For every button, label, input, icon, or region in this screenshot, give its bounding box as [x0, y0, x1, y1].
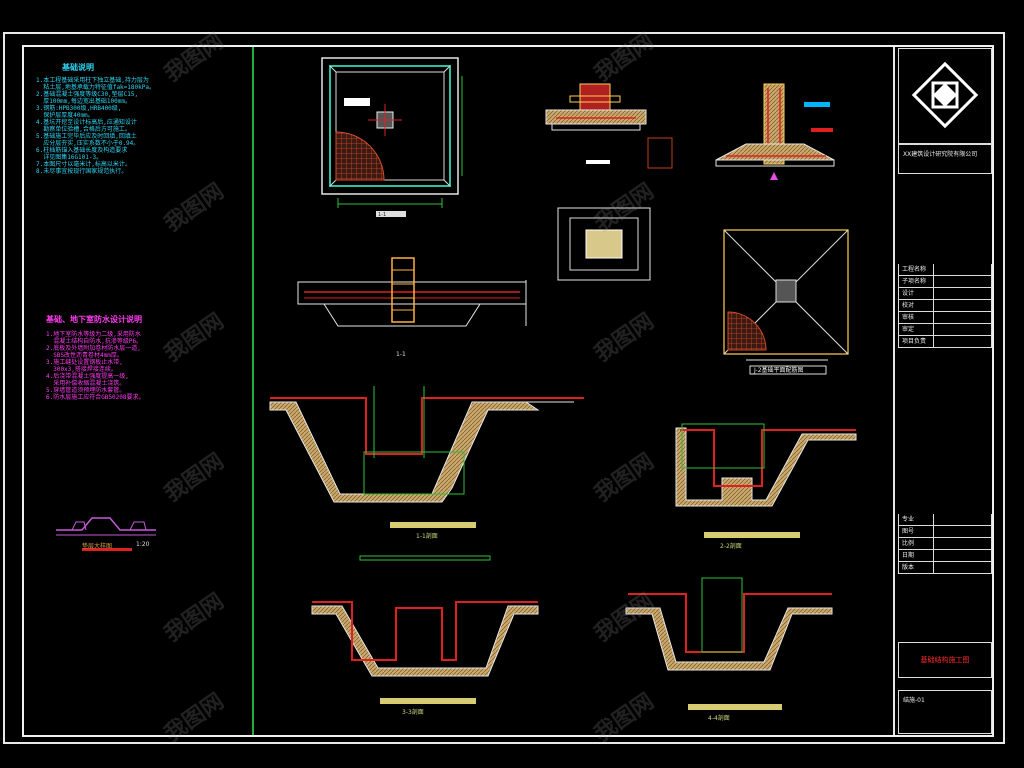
- notes-line: 5.基础施工完毕后应及时回填,回填土: [36, 133, 137, 140]
- foundation-plan-2: [723, 229, 849, 375]
- section-1-1-label: 1-1: [396, 351, 406, 358]
- title-block-row: 审定: [898, 324, 992, 336]
- cushion-detail-label: 垫层大样图: [82, 543, 113, 550]
- project-info-table: 工程名称子项名称设计校对审核审定项目负责: [898, 264, 992, 348]
- company-name: XX建筑设计研究院有限公司: [898, 144, 992, 174]
- sheet-number: 结施-01: [903, 697, 925, 704]
- cushion-detail-scale: 1:20: [136, 541, 150, 548]
- pit-section-2-label: 2-2剖面: [720, 542, 742, 550]
- notes-divider-line: [252, 47, 254, 735]
- foundation-plan-1: [321, 57, 463, 217]
- waterproof-notes-line: 300x3,搭接焊接连续。: [46, 366, 117, 373]
- notes-line: 详见图集16G101-3。: [36, 154, 103, 161]
- pit-section-3-label: 3-3剖面: [402, 708, 424, 716]
- title-block-row: 子项名称: [898, 276, 992, 288]
- notes-line: 2.基础混凝土强度等级C30,垫层C15,: [36, 91, 139, 98]
- waterproof-notes-line: 4.后浇带混凝土强度提高一级,: [46, 373, 129, 380]
- title-block-row: 专业: [898, 514, 992, 526]
- waterproof-notes-line: 1.地下室防水等级为二级,采用防水: [46, 331, 141, 338]
- pit-section-2: [675, 423, 857, 538]
- notes-line: 1.本工程基础采用柱下独立基础,持力层为: [36, 77, 149, 84]
- waterproof-notes-line: 3.施工缝处设置钢板止水带,: [46, 359, 123, 366]
- waterproof-notes-line: SBS改性沥青卷材4mm厚。: [46, 352, 123, 359]
- notes-line: 应分层夯实,压实系数不小于0.94。: [36, 140, 140, 147]
- cushion-detail-drawing: [56, 517, 156, 551]
- waterproof-notes-line: 混凝土结构自防水,抗渗等级P6。: [46, 338, 143, 345]
- waterproof-notes-panel: 基础、地下室防水设计说明 1.地下室防水等级为二级,采用防水 混凝土结构自防水,…: [46, 314, 246, 401]
- notes-line: 厚100mm,每边宽出基础100mm。: [36, 98, 131, 105]
- waterproof-heading: 基础、地下室防水设计说明: [46, 315, 142, 324]
- pit-section-4: [625, 577, 833, 710]
- sheet-number-cell: 结施-01: [898, 690, 992, 734]
- drawing-border-inner: [22, 45, 994, 737]
- title-block-row: 图号: [898, 526, 992, 538]
- title-block-row: 校对: [898, 300, 992, 312]
- plan-2-label: J-2基础平面配筋图: [753, 366, 804, 374]
- title-block-row: 项目负责: [898, 336, 992, 348]
- title-block-row: 设计: [898, 288, 992, 300]
- title-block-row: 审核: [898, 312, 992, 324]
- pit-section-3: [311, 555, 539, 704]
- pit-section-1-label: 1-1剖面: [416, 532, 438, 540]
- drawing-title: 基础结构施工图: [920, 656, 970, 664]
- waterproof-notes-line: 6.防水层施工应符合GB50208要求。: [46, 394, 145, 401]
- notes-line: 保护层厚度40mm。: [36, 112, 94, 119]
- notes-line: 3.钢筋:HPB300级,HRB400级,: [36, 105, 122, 112]
- plan-1-label: 1-1: [378, 212, 386, 218]
- pad-plan-small: [557, 207, 651, 281]
- pit-section-1: [269, 386, 584, 528]
- drawing-title-cell: 基础结构施工图: [898, 642, 992, 678]
- notes-heading: 基础说明: [62, 63, 94, 72]
- notes-line: 8.未尽事宜按现行国家规范执行。: [36, 168, 128, 175]
- notes-panel: 基础说明 1.本工程基础采用柱下独立基础,持力层为 粘土层,地基承载力特征值fa…: [36, 62, 246, 175]
- pier-detail: [545, 83, 673, 169]
- title-block: XX建筑设计研究院有限公司 工程名称子项名称设计校对审核审定项目负责 专业图号比…: [898, 48, 992, 734]
- drawing-canvas: 1-1 1-1: [269, 57, 857, 722]
- pit-section-4-label: 4-4剖面: [708, 714, 730, 722]
- drawing-border-outer: [3, 32, 1005, 744]
- notes-line: 勘察单位验槽,合格后方可施工。: [36, 126, 131, 133]
- company-logo-icon: [911, 61, 979, 129]
- notes-line: 7.本图尺寸以毫米计,标高以米计。: [36, 161, 131, 168]
- notes-line: 粘土层,地基承载力特征值fak=180kPa。: [36, 84, 155, 91]
- title-block-row: 比例: [898, 538, 992, 550]
- waterproof-notes-line: 采用补偿收缩混凝土浇筑。: [46, 380, 126, 387]
- notes-line: 4.基坑开挖至设计标高后,应通知设计: [36, 119, 137, 126]
- drawing-info-table: 专业图号比例日期版本: [898, 514, 992, 574]
- waterproof-notes-body: 1.地下室防水等级为二级,采用防水 混凝土结构自防水,抗渗等级P6。2.底板及外…: [46, 331, 246, 401]
- waterproof-notes-line: 5.穿墙管道须预埋防水套管。: [46, 387, 126, 394]
- section-1-1: [297, 257, 527, 327]
- notes-line: 6.柱插筋锚入基础长度及构造要求: [36, 147, 128, 154]
- company-logo-cell: [898, 48, 992, 144]
- notes-body: 1.本工程基础采用柱下独立基础,持力层为 粘土层,地基承载力特征值fak=180…: [36, 77, 246, 175]
- title-block-row: 版本: [898, 562, 992, 574]
- title-block-row: 工程名称: [898, 264, 992, 276]
- title-block-row: 日期: [898, 550, 992, 562]
- title-block-divider: [893, 47, 895, 735]
- column-footing-section: [715, 83, 835, 180]
- waterproof-notes-line: 2.底板及外墙附加卷材防水层一道,: [46, 345, 141, 352]
